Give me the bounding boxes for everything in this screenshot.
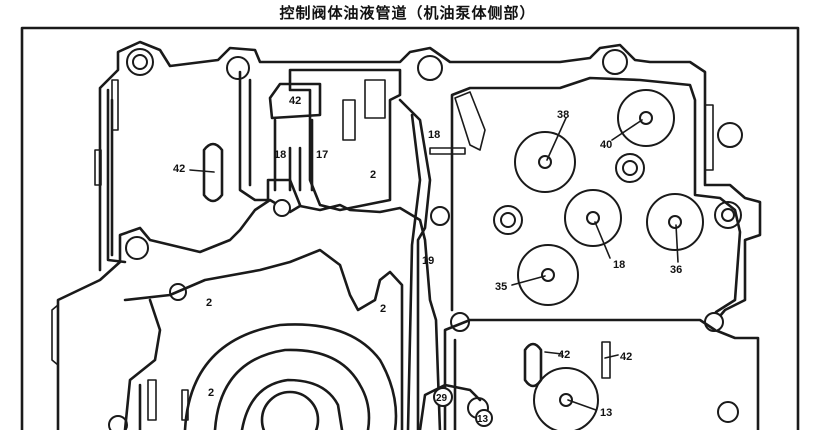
label-29: 29 bbox=[436, 393, 448, 404]
chamber-42 bbox=[268, 82, 322, 120]
slot-left-small bbox=[94, 79, 119, 186]
bolt-hole bbox=[125, 236, 149, 260]
bolt-hole bbox=[108, 415, 128, 430]
pump-bore bbox=[183, 323, 398, 430]
passage-19 bbox=[398, 98, 432, 430]
label-42-left: 42 bbox=[173, 163, 185, 175]
slot-18-bar bbox=[429, 147, 466, 155]
diagram-frame bbox=[20, 26, 800, 430]
bolt-hole bbox=[273, 199, 291, 217]
callout-labels: 42 42 18 17 2 18 38 40 18 36 19 35 2 2 2… bbox=[173, 95, 682, 425]
port-18-center bbox=[586, 211, 600, 225]
label-2-right: 2 bbox=[380, 303, 386, 315]
slot-42-left bbox=[202, 142, 224, 203]
lower-passage-2 bbox=[123, 248, 404, 430]
lower-left-edge bbox=[51, 304, 59, 366]
bolt-hole bbox=[602, 49, 628, 75]
port-36-center bbox=[668, 215, 682, 229]
port-38-center bbox=[538, 155, 552, 169]
port-35-center bbox=[541, 268, 555, 282]
port-13-small bbox=[475, 409, 493, 427]
label-42-chamber: 42 bbox=[289, 95, 301, 107]
chamber-18-17 bbox=[273, 118, 314, 192]
left-upper-outline bbox=[98, 40, 762, 332]
bolt-hole bbox=[226, 56, 250, 80]
port-40-center bbox=[639, 111, 653, 125]
label-35: 35 bbox=[495, 281, 507, 293]
label-40: 40 bbox=[600, 139, 612, 151]
leader-lines bbox=[189, 117, 679, 411]
label-13-port: 13 bbox=[600, 407, 612, 419]
bolt-hole-inner bbox=[622, 160, 638, 176]
diagram-title: 控制阀体油液管道（机油泵体侧部） bbox=[279, 4, 536, 22]
label-19: 19 bbox=[422, 255, 434, 267]
label-36: 36 bbox=[670, 264, 682, 276]
bolt-hole bbox=[417, 55, 443, 81]
right-edge-slot bbox=[704, 104, 714, 171]
label-2-left: 2 bbox=[206, 297, 212, 309]
slot-2-top bbox=[364, 79, 386, 119]
bolt-hole bbox=[430, 206, 450, 226]
bolt-hole-inner bbox=[721, 208, 735, 222]
slot-42-lower-a bbox=[523, 342, 543, 388]
bolt-hole bbox=[717, 122, 743, 148]
slot-17 bbox=[342, 99, 356, 141]
label-18-left: 18 bbox=[274, 149, 286, 161]
lower-passage-left bbox=[123, 298, 162, 430]
ports bbox=[514, 89, 704, 430]
valve-body-outline bbox=[56, 198, 442, 430]
label-13-small: 13 bbox=[477, 414, 489, 425]
label-2-lower: 2 bbox=[208, 387, 214, 399]
bolt-hole bbox=[717, 401, 739, 423]
center-passage-b bbox=[288, 68, 402, 212]
label-42-lower-a: 42 bbox=[558, 349, 570, 361]
label-17: 17 bbox=[316, 149, 328, 161]
slot-18-right bbox=[454, 91, 486, 151]
bolt-hole-inner bbox=[500, 212, 516, 228]
label-18-port: 18 bbox=[613, 259, 625, 271]
passage-29-13 bbox=[418, 383, 482, 430]
slot-42-lower-b bbox=[601, 341, 611, 379]
port-13-center bbox=[559, 393, 573, 407]
label-2-top: 2 bbox=[370, 169, 376, 181]
inner-left-passage bbox=[106, 88, 127, 264]
port-29 bbox=[433, 387, 453, 407]
label-42-lower-b: 42 bbox=[620, 351, 632, 363]
lower-slots bbox=[147, 379, 189, 421]
right-upper-chamber bbox=[450, 76, 742, 314]
label-18-right: 18 bbox=[428, 129, 440, 141]
label-38: 38 bbox=[557, 109, 569, 121]
right-lower-outline bbox=[713, 328, 760, 430]
bolt-hole-inner bbox=[132, 54, 148, 70]
